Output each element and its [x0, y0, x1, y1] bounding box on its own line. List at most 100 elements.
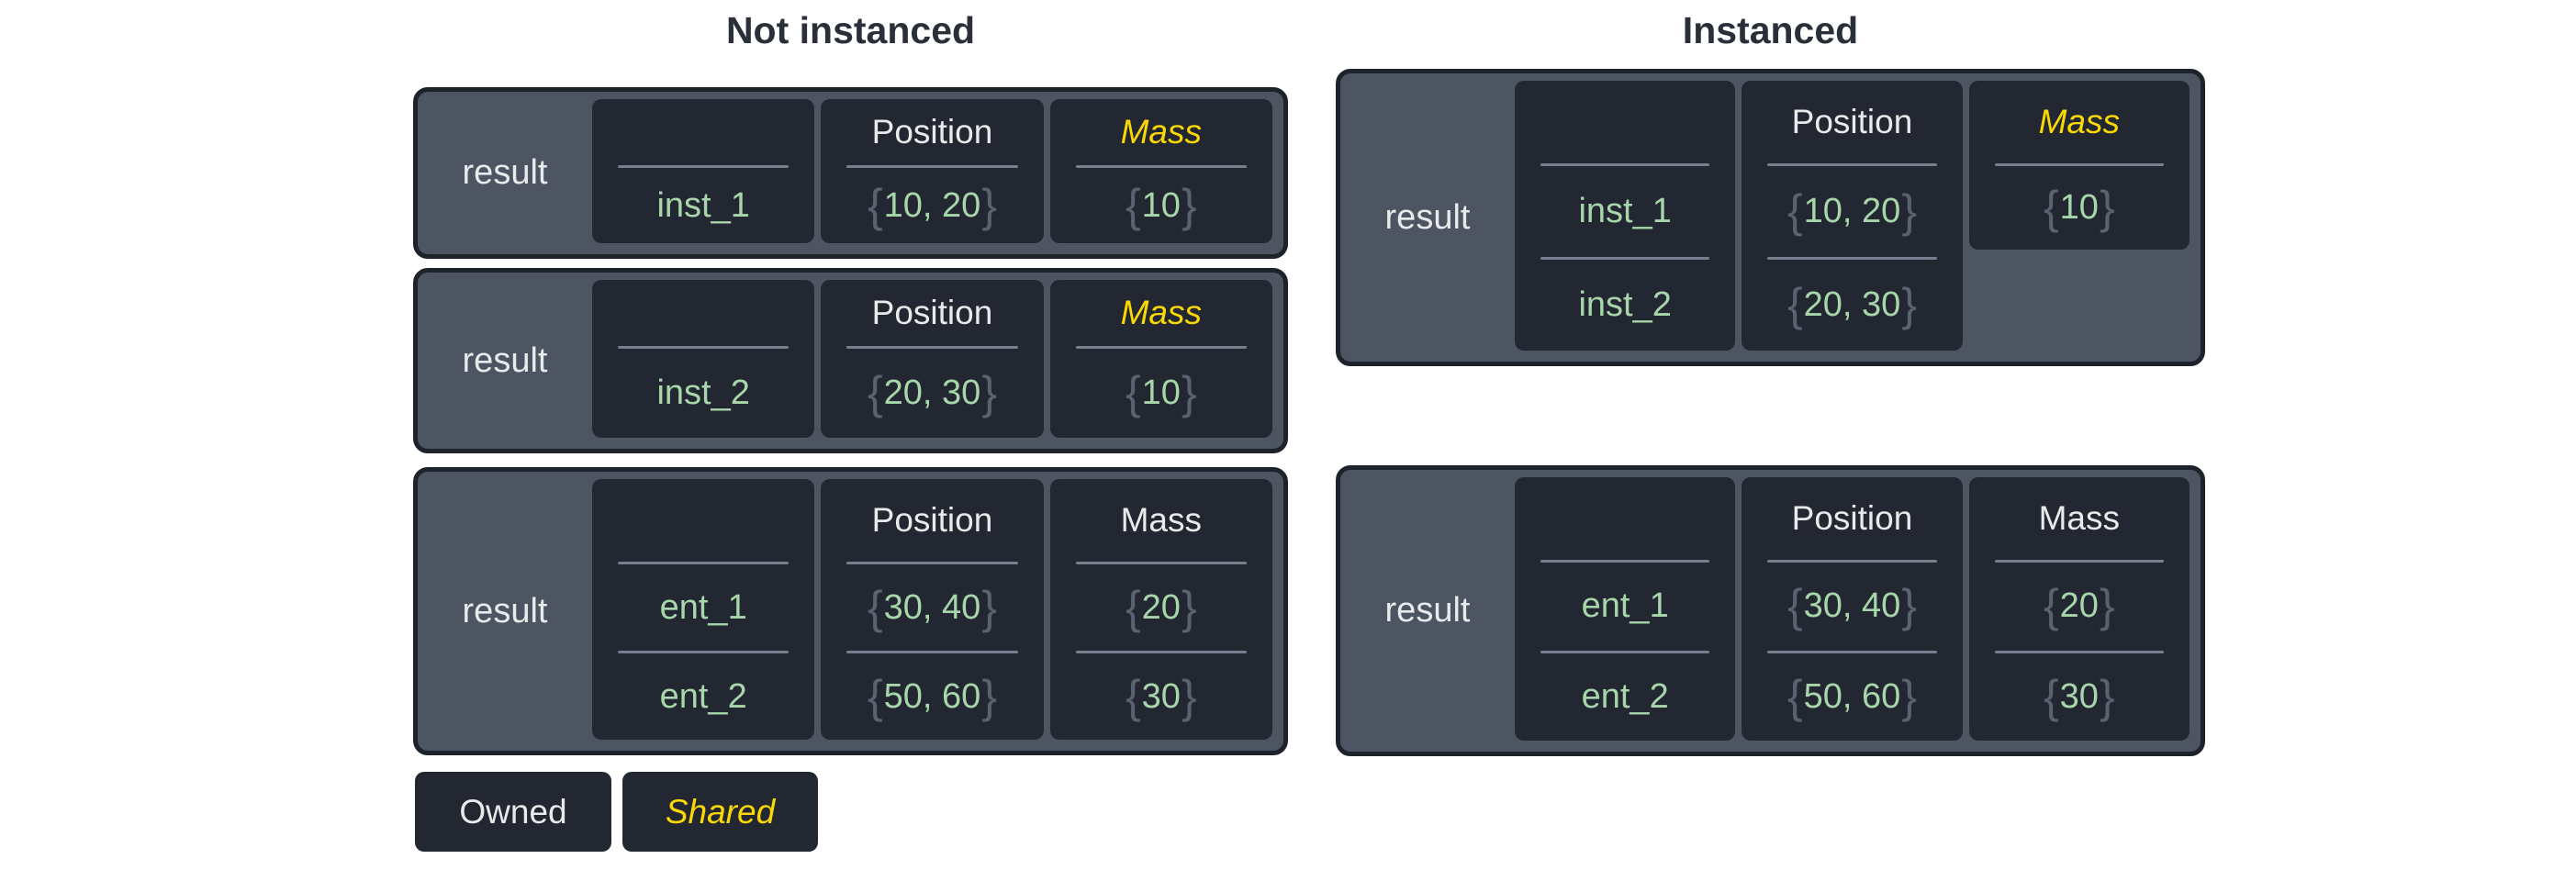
mass-value: 20 — [1141, 587, 1181, 627]
position-value-cell: {10, 20} — [1742, 166, 1962, 257]
column-header-position: Position — [871, 294, 993, 331]
entity-name-cell: inst_1 — [1578, 192, 1672, 230]
position-value-cell: {30, 40} — [821, 564, 1043, 651]
position-column: Position {10, 20} — [821, 99, 1044, 243]
brace-close: } — [1181, 581, 1197, 633]
position-value-cell: {20, 30} — [1742, 260, 1962, 351]
brace-close: } — [981, 179, 998, 231]
separator — [1540, 257, 1710, 260]
separator — [1994, 650, 2164, 653]
brace-close: } — [1901, 185, 1918, 237]
position-column: Position {20, 30} — [821, 280, 1044, 438]
entity-name-cell: inst_1 — [656, 185, 750, 225]
entity-name-cell: ent_1 — [1581, 586, 1669, 626]
mass-value-cell: {20} — [1050, 564, 1272, 651]
separator — [1540, 163, 1710, 166]
brace-close: } — [1181, 179, 1197, 231]
result-box-instanced-entities: result ent_1 ent_2 Position {30, 40} {50… — [1336, 465, 2205, 756]
column-header-empty — [592, 99, 814, 165]
position-value-cell: {20, 30} — [821, 349, 1043, 438]
result-label: result — [462, 340, 548, 380]
separator — [618, 651, 790, 653]
entity-name-cell: ent_1 — [659, 587, 747, 627]
column-header-mass-shared: Mass — [2038, 103, 2121, 140]
brace-open: { — [867, 367, 883, 418]
entity-name-cell: inst_2 — [656, 374, 750, 412]
position-value-cell: {50, 60} — [1742, 653, 1962, 742]
column-header-position: Position — [871, 113, 993, 151]
mass-column-shared-single: Mass {10} — [1968, 81, 2190, 250]
separator — [1767, 650, 1937, 653]
brace-open: { — [2043, 580, 2059, 632]
separator — [1075, 165, 1247, 168]
column-header-empty — [592, 280, 814, 346]
column-header-position: Position — [871, 501, 993, 539]
brace-close: } — [2099, 580, 2115, 632]
position-value: 10, 20 — [1803, 192, 1901, 230]
separator — [1075, 346, 1247, 349]
column-header-empty — [592, 479, 814, 562]
separator — [1767, 257, 1937, 260]
separator — [1994, 560, 2164, 563]
entity-column: inst_1 — [592, 99, 815, 243]
result-box-instanced-1: result inst_1 inst_2 Position {10, 20} {… — [1336, 69, 2205, 366]
separator — [846, 651, 1018, 653]
section-title-instanced: Instanced — [1682, 9, 1859, 51]
brace-open: { — [1786, 670, 1803, 722]
position-column: Position {30, 40} {50, 60} — [1742, 477, 1963, 742]
separator — [618, 562, 790, 564]
brace-open: { — [1125, 367, 1141, 418]
mass-value-cell: {30} — [1050, 653, 1272, 740]
columns: ent_1 ent_2 Position {30, 40} {50, 60} M… — [592, 472, 1283, 751]
legend-shared: Shared — [622, 772, 818, 852]
columns: inst_1 inst_2 Position {10, 20} {20, 30}… — [1515, 73, 2201, 362]
brace-open: { — [1786, 580, 1803, 632]
position-value: 30, 40 — [1803, 586, 1901, 626]
position-value: 20, 30 — [883, 374, 981, 412]
mass-value-cell: {20} — [1969, 563, 2190, 651]
brace-close: } — [1901, 580, 1918, 632]
column-header-mass-shared: Mass — [1120, 113, 1203, 151]
brace-open: { — [867, 179, 883, 231]
mass-column: Mass {10} — [1049, 280, 1272, 438]
brace-close: } — [981, 367, 998, 418]
brace-open: { — [867, 670, 883, 722]
mass-value: 30 — [1141, 676, 1181, 716]
mass-column: Mass {10} — [1049, 99, 1272, 243]
position-value-cell: {30, 40} — [1742, 563, 1962, 651]
separator — [1075, 562, 1247, 564]
separator — [618, 346, 790, 349]
mass-value: 30 — [2059, 676, 2099, 716]
separator — [846, 562, 1018, 564]
separator — [618, 165, 790, 168]
column-header-position: Position — [1791, 499, 1913, 537]
entity-column: inst_1 inst_2 — [1515, 81, 1736, 351]
columns: inst_2 Position {20, 30} Mass {10} — [592, 273, 1283, 449]
legend-owned: Owned — [415, 772, 611, 852]
brace-close: } — [981, 670, 998, 722]
column-header-mass-owned: Mass — [1120, 501, 1203, 539]
brace-open: { — [867, 581, 883, 633]
brace-open: { — [2043, 182, 2059, 233]
columns: inst_1 Position {10, 20} Mass {10} — [592, 92, 1283, 254]
column-header-mass-owned: Mass — [2038, 499, 2121, 537]
separator — [1767, 560, 1937, 563]
mass-value: 10 — [1141, 374, 1181, 412]
separator — [846, 165, 1018, 168]
separator — [846, 346, 1018, 349]
entity-column: ent_1 ent_2 — [592, 479, 815, 740]
brace-open: { — [1786, 279, 1803, 330]
columns: ent_1 ent_2 Position {30, 40} {50, 60} M… — [1515, 470, 2201, 752]
mass-value: 20 — [2059, 586, 2099, 626]
column-header-empty — [1515, 81, 1735, 163]
mass-value-cell: {10} — [1969, 166, 2190, 250]
separator — [1540, 650, 1710, 653]
result-box-not-instanced-2: result inst_2 Position {20, 30} Mass {10… — [413, 268, 1288, 453]
brace-close: } — [1901, 279, 1918, 330]
entity-column: inst_2 — [592, 280, 815, 438]
result-label: result — [1384, 197, 1471, 237]
result-label: result — [462, 591, 548, 630]
entity-name-cell: ent_2 — [1581, 676, 1669, 716]
mass-value-cell: {30} — [1969, 653, 2190, 742]
